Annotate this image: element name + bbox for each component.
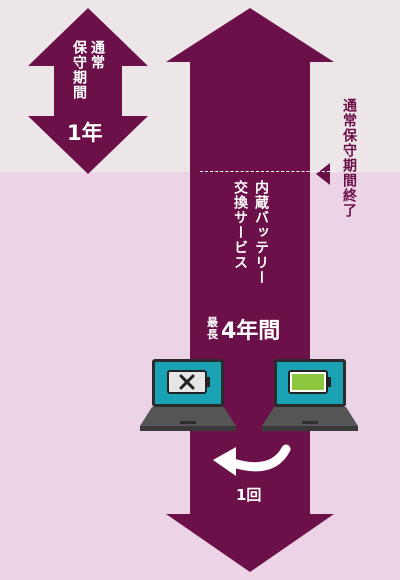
laptop-dead-battery: [140, 359, 236, 431]
end-marker-triangle: [316, 163, 330, 185]
laptop-full-battery: [262, 359, 358, 431]
max-period: 4年間: [221, 319, 281, 344]
end-of-period-label: 通常保守期間終了: [341, 98, 357, 218]
max-prefix: 最長: [207, 316, 218, 341]
small-arrow-label-line1: 通常: [89, 40, 105, 70]
battery-full-icon: [292, 374, 324, 390]
swap-count-label: 1回: [236, 486, 262, 504]
small-arrow-period: 1年: [67, 121, 103, 145]
small-arrow-label-line2: 保守期間: [71, 40, 87, 100]
small-double-arrow: [28, 8, 148, 174]
end-of-period-line: [200, 171, 335, 172]
service-label-line1: 内蔵バッテリー: [253, 180, 269, 285]
swap-arrow-icon: [213, 444, 291, 476]
service-label-line2: 交換サービス: [232, 180, 248, 270]
x-mark-icon: [179, 374, 195, 390]
